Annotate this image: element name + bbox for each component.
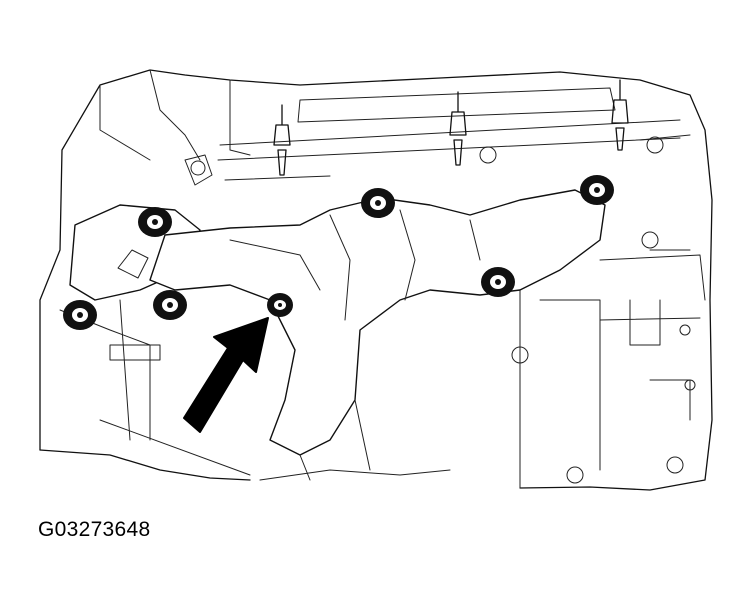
bolt-top-center xyxy=(361,188,395,218)
bolt-indicated xyxy=(267,293,293,317)
bolt-lower-left xyxy=(153,290,187,320)
figure-id-label: G03273648 xyxy=(38,518,151,541)
arrow-icon xyxy=(183,317,269,433)
bolt-far-left xyxy=(63,300,97,330)
bolt-upper-left xyxy=(138,207,172,237)
bolt-right xyxy=(481,267,515,297)
bolt-top-right xyxy=(580,175,614,205)
injectors xyxy=(273,79,696,484)
exhaust-manifold-illustration xyxy=(39,69,713,491)
exhaust-manifold xyxy=(149,189,606,481)
